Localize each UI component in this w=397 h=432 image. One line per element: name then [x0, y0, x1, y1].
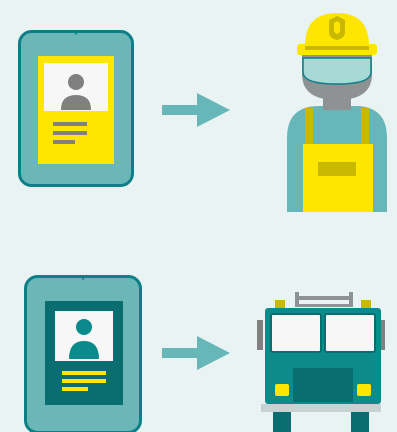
ladder-rail — [295, 296, 353, 300]
id-line-2 — [62, 379, 106, 383]
fire-truck-icon — [257, 292, 385, 432]
headlight-left — [275, 384, 289, 396]
id-photo-head — [76, 319, 92, 335]
id-photo-shoulders — [61, 95, 91, 110]
headlight-right — [357, 384, 371, 396]
tablet-id-card-teal-icon — [24, 275, 142, 432]
tablet-id-card-yellow-icon — [18, 30, 134, 187]
tablet-camera — [74, 32, 78, 35]
id-line-1 — [62, 371, 106, 375]
mirror-right — [379, 320, 385, 350]
id-line-3 — [62, 387, 88, 391]
overalls — [303, 144, 373, 212]
tablet-camera — [81, 277, 85, 280]
roof-light-left — [275, 300, 285, 310]
wheel-right — [351, 412, 369, 432]
right-arrow-icon — [162, 93, 230, 127]
roof-light-right — [361, 300, 371, 310]
mirror-left — [257, 320, 263, 350]
id-line-3 — [53, 140, 75, 144]
wheel-left — [273, 412, 291, 432]
grille — [293, 368, 353, 402]
id-photo-head — [68, 74, 84, 90]
firefighter-icon — [287, 13, 387, 212]
windshield-right — [324, 313, 376, 353]
bumper — [261, 404, 381, 412]
id-line-2 — [53, 131, 87, 135]
helmet-band — [305, 46, 369, 50]
windshield-left — [270, 313, 322, 353]
face-mask — [302, 57, 372, 85]
overalls-pocket — [318, 162, 356, 176]
right-suspender — [361, 108, 369, 152]
id-line-1 — [53, 122, 87, 126]
left-suspender — [305, 108, 313, 152]
id-photo-shoulders — [69, 341, 99, 359]
right-arrow-icon-2 — [162, 336, 230, 370]
